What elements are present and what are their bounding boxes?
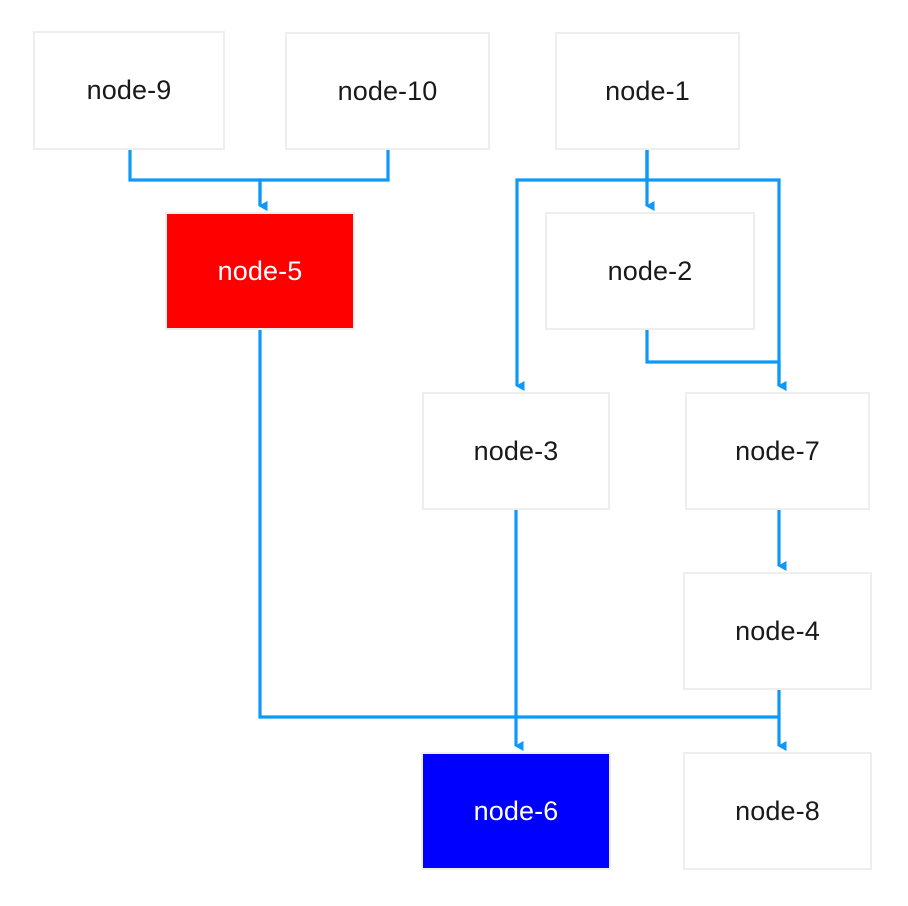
node-node-9[interactable]: node-9 <box>33 31 225 150</box>
node-label: node-9 <box>86 75 172 105</box>
node-node-1[interactable]: node-1 <box>555 32 740 150</box>
node-node-2[interactable]: node-2 <box>545 212 755 330</box>
node-node-8[interactable]: node-8 <box>683 752 872 870</box>
node-label: node-7 <box>735 435 820 466</box>
node-node-6[interactable]: node-6 <box>421 752 611 870</box>
node-node-5[interactable]: node-5 <box>165 212 355 330</box>
node-label: node-3 <box>473 435 559 466</box>
edge-node-9-to-node-5 <box>128 150 268 211</box>
node-label: node-10 <box>337 75 438 106</box>
node-node-3[interactable]: node-3 <box>422 392 610 510</box>
node-label: node-5 <box>217 255 303 286</box>
node-node-10[interactable]: node-10 <box>285 32 490 150</box>
node-label: node-1 <box>605 75 690 106</box>
node-node-4[interactable]: node-4 <box>683 572 872 690</box>
node-label: node-2 <box>607 255 693 286</box>
node-label: node-4 <box>735 615 820 646</box>
node-label: node-8 <box>735 795 820 826</box>
node-label: node-6 <box>473 795 559 826</box>
node-node-7[interactable]: node-7 <box>685 392 870 510</box>
edge-node-2-to-node-7 <box>645 330 787 391</box>
edge-node-10-to-node-5 <box>258 150 390 211</box>
